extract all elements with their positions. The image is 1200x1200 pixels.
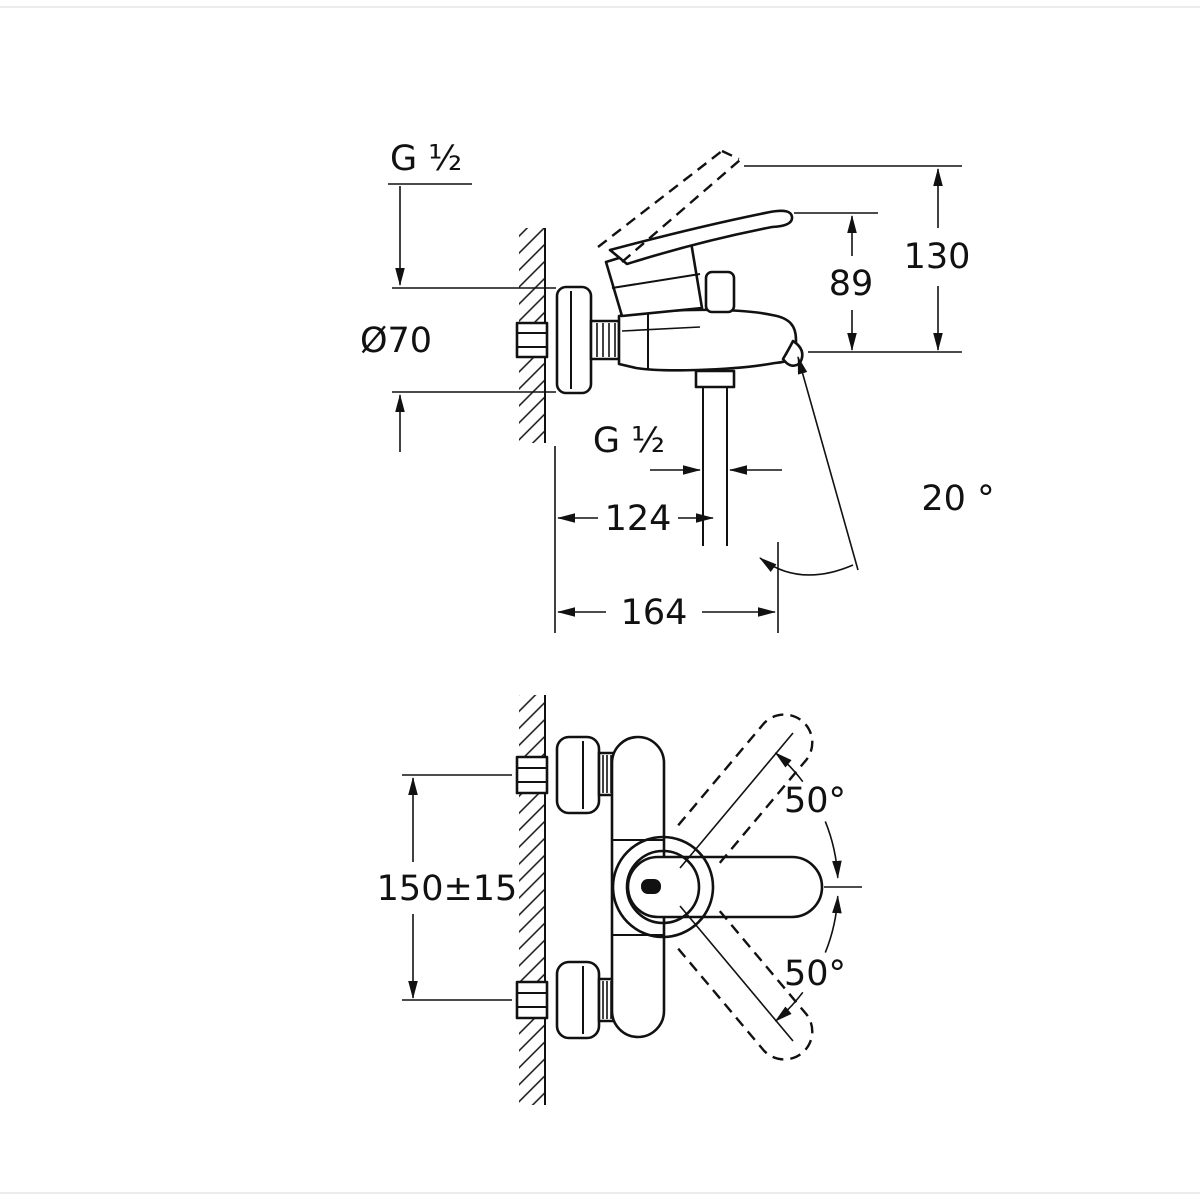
handle-raised-outline xyxy=(621,159,741,263)
angle50-radial-down xyxy=(679,905,794,1042)
cartridge-dome-inner xyxy=(625,849,701,925)
dimension-124-label: 124 xyxy=(605,499,672,539)
supply-nut-bottom xyxy=(515,980,549,1020)
hose-connector xyxy=(694,369,736,389)
angle20-arc xyxy=(759,557,854,576)
angle50-down-arc-a xyxy=(824,895,842,953)
angle50-up-arc-b xyxy=(824,821,842,879)
escutcheon-bottom xyxy=(555,960,601,1040)
angle50-radial-up xyxy=(679,732,794,869)
cartridge-seam xyxy=(611,273,701,289)
escutcheon xyxy=(555,285,593,395)
angle20-direction-line xyxy=(797,356,859,571)
supply-nut-top xyxy=(515,755,549,795)
faucet-body xyxy=(617,308,798,372)
dimension-thread-bottom-label: G ¹⁄₂ xyxy=(593,421,665,461)
handle-raised-outline xyxy=(597,150,723,248)
handle-raised-tip xyxy=(721,149,740,161)
cartridge-dome-outer xyxy=(611,835,715,939)
dimension-20deg-label: 20 ° xyxy=(921,479,994,519)
diverter-knob xyxy=(704,270,736,314)
dimension-thread-top-label: G ¹⁄₂ xyxy=(390,139,462,179)
supply-nut xyxy=(515,321,549,359)
dimension-50deg-down-label: 50° xyxy=(784,954,846,994)
escutcheon-top xyxy=(555,735,601,815)
lever-handle xyxy=(608,209,794,266)
body-contour xyxy=(621,326,701,332)
dimension-164-label: 164 xyxy=(621,593,688,633)
angle50-down-arc-b xyxy=(774,991,804,1022)
dimension-89-label: 89 xyxy=(829,264,874,304)
angle50-up-arc-a xyxy=(774,752,804,783)
top-view: 50° 50° 150±15 xyxy=(377,695,862,1105)
side-view: G ¹⁄₂ Ø70 89 130 G ¹⁄₂ 124 164 xyxy=(360,139,995,633)
dimension-50deg-up-label: 50° xyxy=(784,781,846,821)
dimension-dia70-label: Ø70 xyxy=(360,321,432,361)
handle-marker-slot xyxy=(641,879,661,894)
dimension-150-label: 150±15 xyxy=(377,869,518,909)
dimension-130-label: 130 xyxy=(904,237,971,277)
spout-outlet xyxy=(781,339,804,368)
